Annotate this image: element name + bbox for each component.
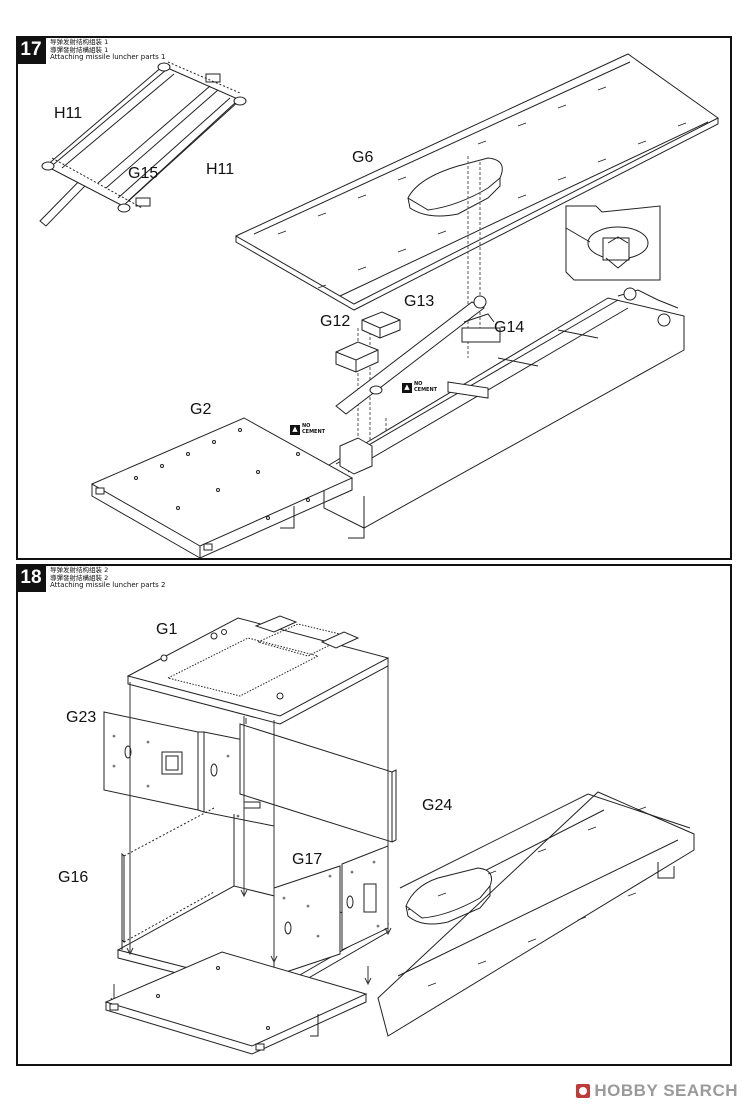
part-label-g14: G14 bbox=[494, 319, 525, 336]
blocks-g12-g13 bbox=[335, 311, 401, 475]
step-number: 17 bbox=[16, 36, 46, 64]
deck-plate-g6 bbox=[234, 53, 719, 311]
part-label-g6: G6 bbox=[352, 149, 374, 166]
top-plate-g1 bbox=[126, 615, 390, 725]
no-cement-icon: ▲ bbox=[402, 382, 412, 393]
caption-simplified: 导弹发射结构组装 2 bbox=[50, 566, 109, 574]
part-label-h11-b: H11 bbox=[206, 161, 235, 178]
chassis-frame bbox=[323, 287, 685, 539]
caption-english: Attaching missile luncher parts 2 bbox=[50, 581, 166, 590]
part-label-g16: G16 bbox=[58, 869, 89, 886]
deck-assembly bbox=[377, 791, 695, 1037]
part-label-g23: G23 bbox=[66, 709, 97, 726]
step-18-drawing bbox=[103, 615, 695, 1055]
caption-english: Attaching missile luncher parts 1 bbox=[50, 53, 166, 62]
lower-tray bbox=[104, 951, 368, 1055]
part-label-g1: G1 bbox=[156, 621, 178, 638]
part-label-g2: G2 bbox=[190, 401, 212, 418]
no-cement-note: ▲ NO CEMENT bbox=[402, 381, 438, 393]
watermark-text: HOBBY SEARCH bbox=[594, 1081, 738, 1100]
no-cement-text: NO CEMENT bbox=[302, 423, 326, 435]
no-cement-icon: ▲ bbox=[290, 424, 300, 435]
hobby-search-logo-icon bbox=[576, 1084, 591, 1098]
caption-traditional: 導彈發射結構組裝 2 bbox=[50, 573, 109, 582]
watermark: HOBBY SEARCH bbox=[576, 1081, 738, 1101]
detail-inset bbox=[565, 205, 661, 281]
caption-simplified: 导弹发射结构组装 1 bbox=[50, 38, 109, 46]
step-17-panel: 17 导弹发射结构组装 1 導彈發射結構組裝 1 Attaching missi… bbox=[16, 36, 732, 560]
step-number: 18 bbox=[16, 564, 46, 592]
part-label-g24: G24 bbox=[422, 797, 453, 814]
step-17-drawing bbox=[39, 53, 719, 559]
part-label-g17: G17 bbox=[292, 851, 323, 868]
part-label-h11-a: H11 bbox=[54, 105, 83, 122]
no-cement-note: ▲ NO CEMENT bbox=[290, 423, 326, 435]
step-18-panel: 18 导弹发射结构组装 2 導彈發射結構組裝 2 Attaching missi… bbox=[16, 564, 732, 1066]
side-panel-g17 bbox=[273, 845, 389, 977]
tray-g2 bbox=[90, 417, 354, 559]
caption-traditional: 導彈發射結構組裝 1 bbox=[50, 45, 109, 54]
part-label-g13: G13 bbox=[404, 293, 435, 310]
step-caption: 导弹发射结构组装 1 導彈發射結構組裝 1 Attaching missile … bbox=[50, 38, 166, 62]
rear-panel-g24 bbox=[239, 723, 397, 843]
no-cement-text: NO CEMENT bbox=[414, 381, 438, 393]
part-label-g15: G15 bbox=[128, 165, 159, 182]
rail-subassembly bbox=[39, 61, 247, 227]
part-label-g12: G12 bbox=[320, 313, 351, 330]
step-caption: 导弹发射结构组装 2 導彈發射結構組裝 2 Attaching missile … bbox=[50, 566, 166, 590]
